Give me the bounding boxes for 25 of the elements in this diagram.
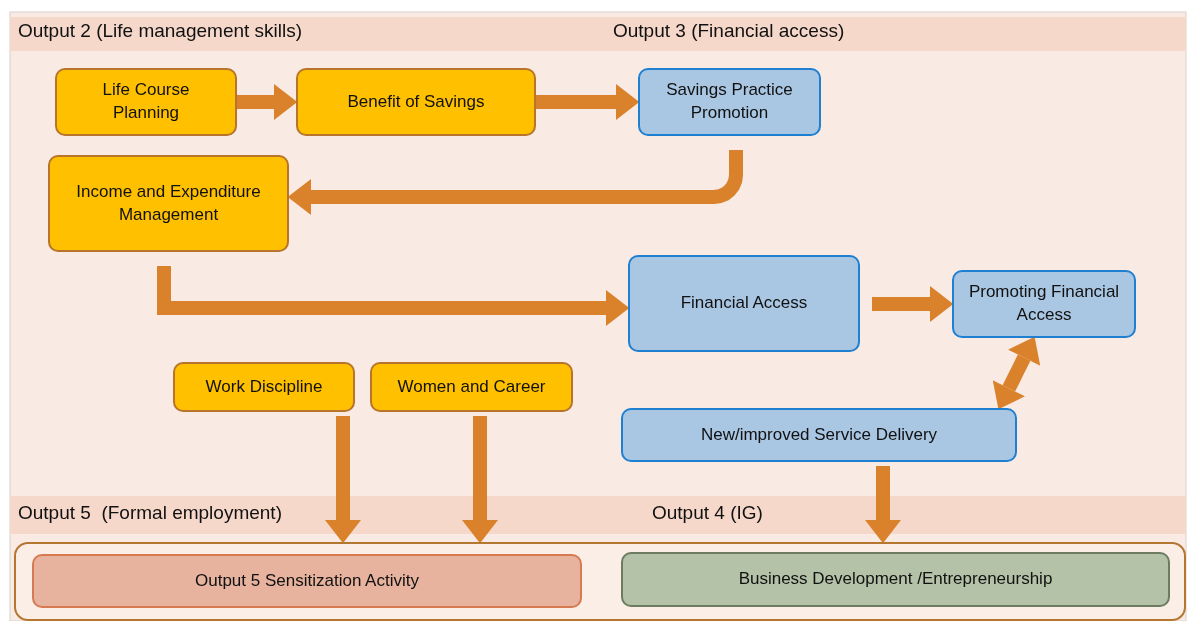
arrow — [992, 336, 1041, 410]
process-box: Work Discipline — [173, 362, 355, 412]
process-box: Benefit of Savings — [296, 68, 536, 136]
arrow — [872, 286, 954, 322]
section-heading: Output 5 (Formal employment) — [18, 502, 282, 524]
process-box: Financial Access — [628, 255, 860, 352]
section-heading: Output 2 (Life management skills) — [18, 20, 303, 42]
arrow — [325, 416, 361, 544]
process-box: Women and Career — [370, 362, 573, 412]
process-box: Savings Practice Promotion — [638, 68, 821, 136]
arrow — [287, 150, 743, 215]
arrow — [462, 416, 498, 544]
arrow — [536, 84, 640, 120]
arrow — [865, 466, 901, 544]
process-box: New/improved Service Delivery — [621, 408, 1017, 462]
activity-box: Business Development /Entrepreneurship — [621, 552, 1170, 607]
container-box — [14, 542, 1186, 621]
arrow — [237, 84, 298, 120]
arrow — [157, 266, 630, 326]
activity-box: Output 5 Sensitization Activity — [32, 554, 582, 608]
process-box: Life Course Planning — [55, 68, 237, 136]
section-heading: Output 3 (Financial access) — [613, 20, 845, 42]
section-heading: Output 4 (IG) — [652, 502, 763, 524]
process-box: Promoting Financial Access — [952, 270, 1136, 338]
process-box: Income and Expenditure Management — [48, 155, 289, 252]
